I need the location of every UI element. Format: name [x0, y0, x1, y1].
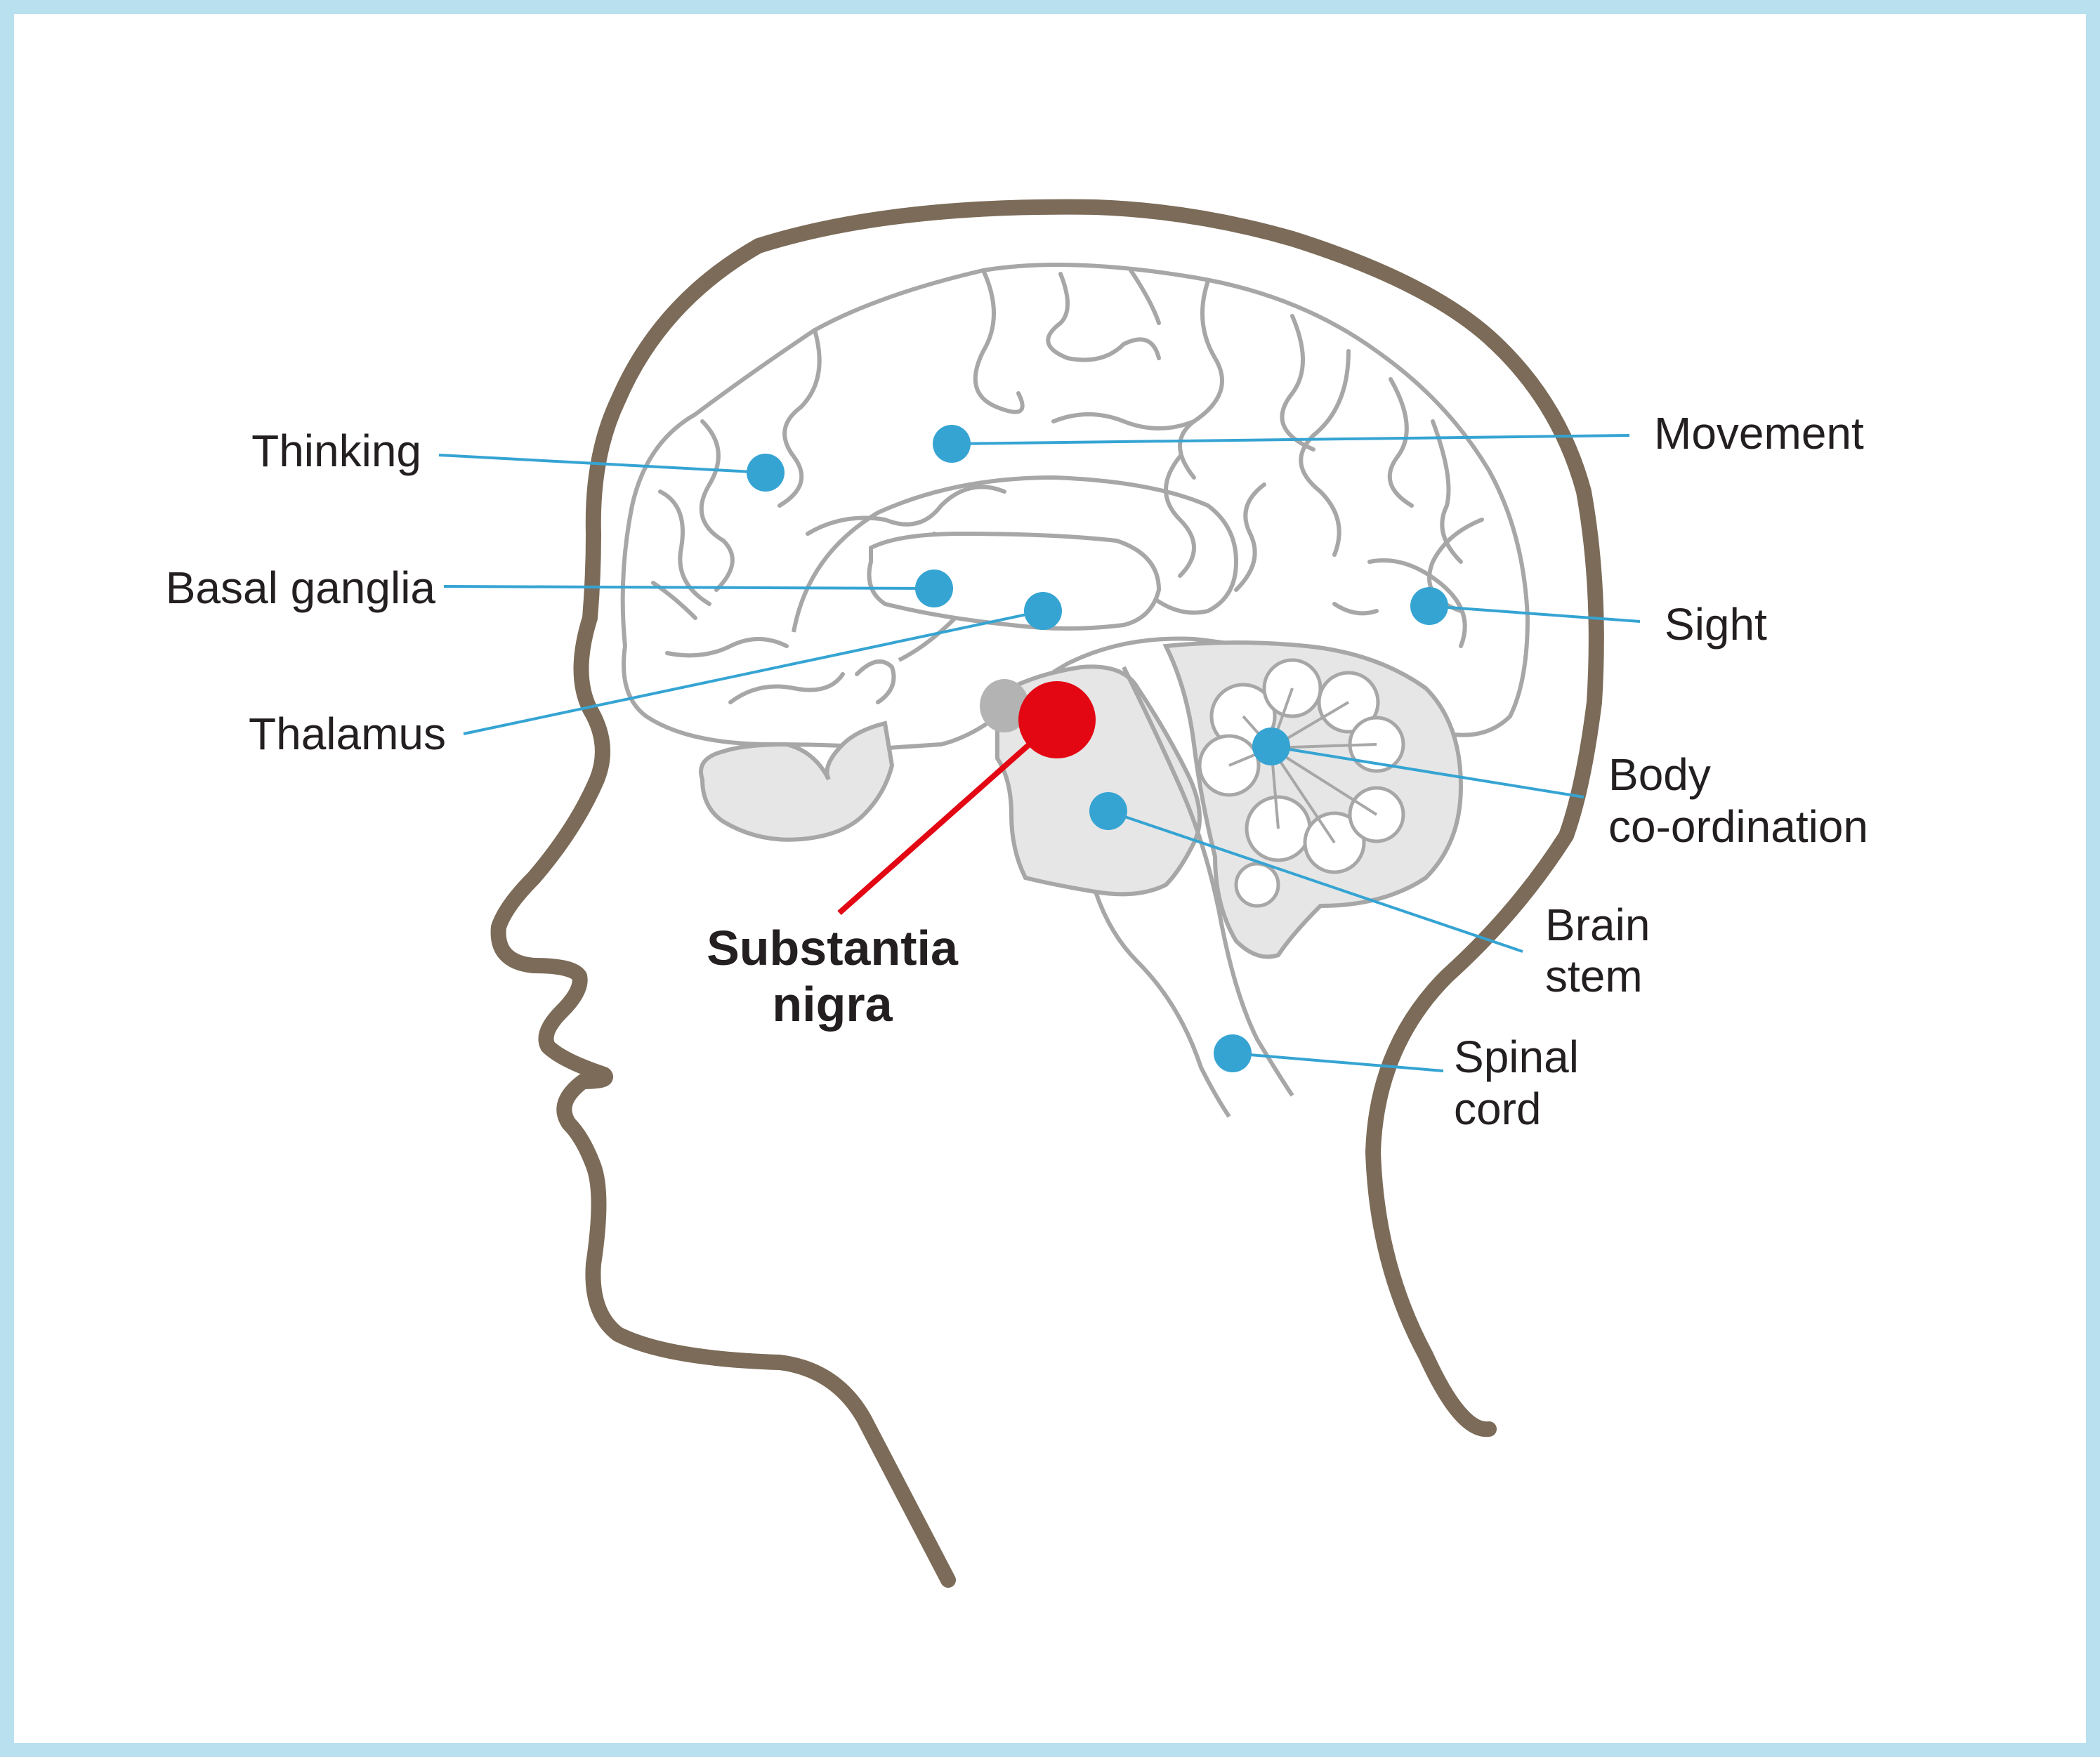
label-thalamus: Thalamus — [211, 708, 446, 760]
marker-substantia-nigra — [1018, 681, 1096, 758]
label-sight: Sight — [1665, 598, 1767, 650]
label-body-coordination-line1: Body — [1608, 749, 1711, 801]
marker-movement — [933, 425, 971, 463]
label-body-coordination-line2: co-ordination — [1608, 801, 1868, 853]
label-substantia-nigra-line2: nigra — [653, 976, 1011, 1032]
label-substantia-nigra-line1: Substantia — [653, 920, 1011, 976]
marker-thinking — [747, 454, 785, 492]
label-spinal-cord-line1: Spinal — [1454, 1031, 1579, 1083]
marker-brain-stem — [1089, 792, 1127, 830]
label-basal-ganglia: Basal ganglia — [105, 562, 435, 614]
marker-thalamus — [1024, 592, 1062, 630]
label-spinal-cord-line2: cord — [1454, 1083, 1542, 1135]
label-thinking: Thinking — [211, 425, 421, 477]
marker-basal-ganglia — [915, 570, 953, 607]
spinal-cord-shape — [1096, 892, 1229, 1117]
label-movement: Movement — [1654, 407, 1864, 459]
marker-spinal-cord — [1214, 1034, 1252, 1072]
label-brain-stem-line2: stem — [1545, 950, 1643, 1002]
label-brain-stem-line1: Brain — [1545, 899, 1650, 951]
marker-sight — [1410, 587, 1448, 625]
marker-body-coordination — [1252, 728, 1290, 765]
